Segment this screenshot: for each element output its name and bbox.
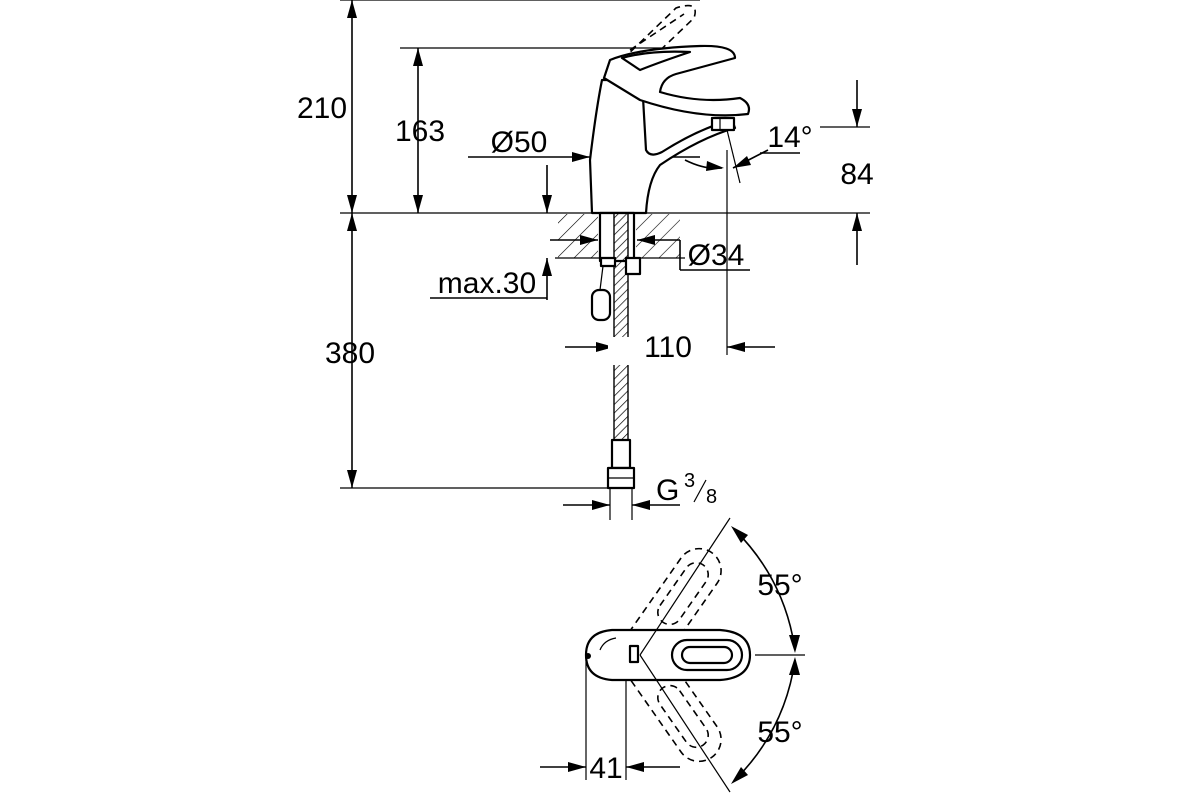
dim-max30: max.30 (430, 165, 552, 300)
dim-380: 380 (325, 213, 375, 488)
dim-angles-top: 55° 55° (639, 517, 805, 793)
countertop-section (555, 214, 685, 259)
faucet-side-view (588, 4, 751, 490)
dim-o34-label: Ø34 (688, 239, 745, 272)
dim-210-label: 210 (297, 92, 347, 125)
dim-163: 163 (395, 48, 445, 213)
dim-41-label: 41 (589, 752, 622, 785)
dim-110: 110 (565, 331, 775, 364)
faucet-top-view (584, 547, 752, 763)
dim-14deg-label: 14° (767, 121, 812, 154)
dim-84: 84 (840, 80, 874, 265)
dim-84-label: 84 (840, 158, 873, 191)
dim-14deg: 14° (684, 121, 813, 184)
dim-110-label: 110 (644, 331, 692, 364)
dim-g38: G 3 8 (563, 470, 717, 520)
dim-210: 210 (297, 0, 357, 213)
dim-max30-label: max.30 (438, 267, 536, 300)
dim-g-numerator: 3 (684, 470, 695, 492)
dim-o50-label: Ø50 (491, 126, 548, 159)
dim-g-denominator: 8 (706, 486, 717, 508)
dim-g-label: G (656, 474, 679, 507)
dim-163-label: 163 (395, 115, 445, 148)
dim-55-lower-label: 55° (757, 716, 802, 749)
dim-41: 41 (540, 660, 680, 785)
extension-lines (340, 0, 870, 489)
dim-55-upper-label: 55° (757, 569, 802, 602)
dim-380-label: 380 (325, 337, 375, 370)
